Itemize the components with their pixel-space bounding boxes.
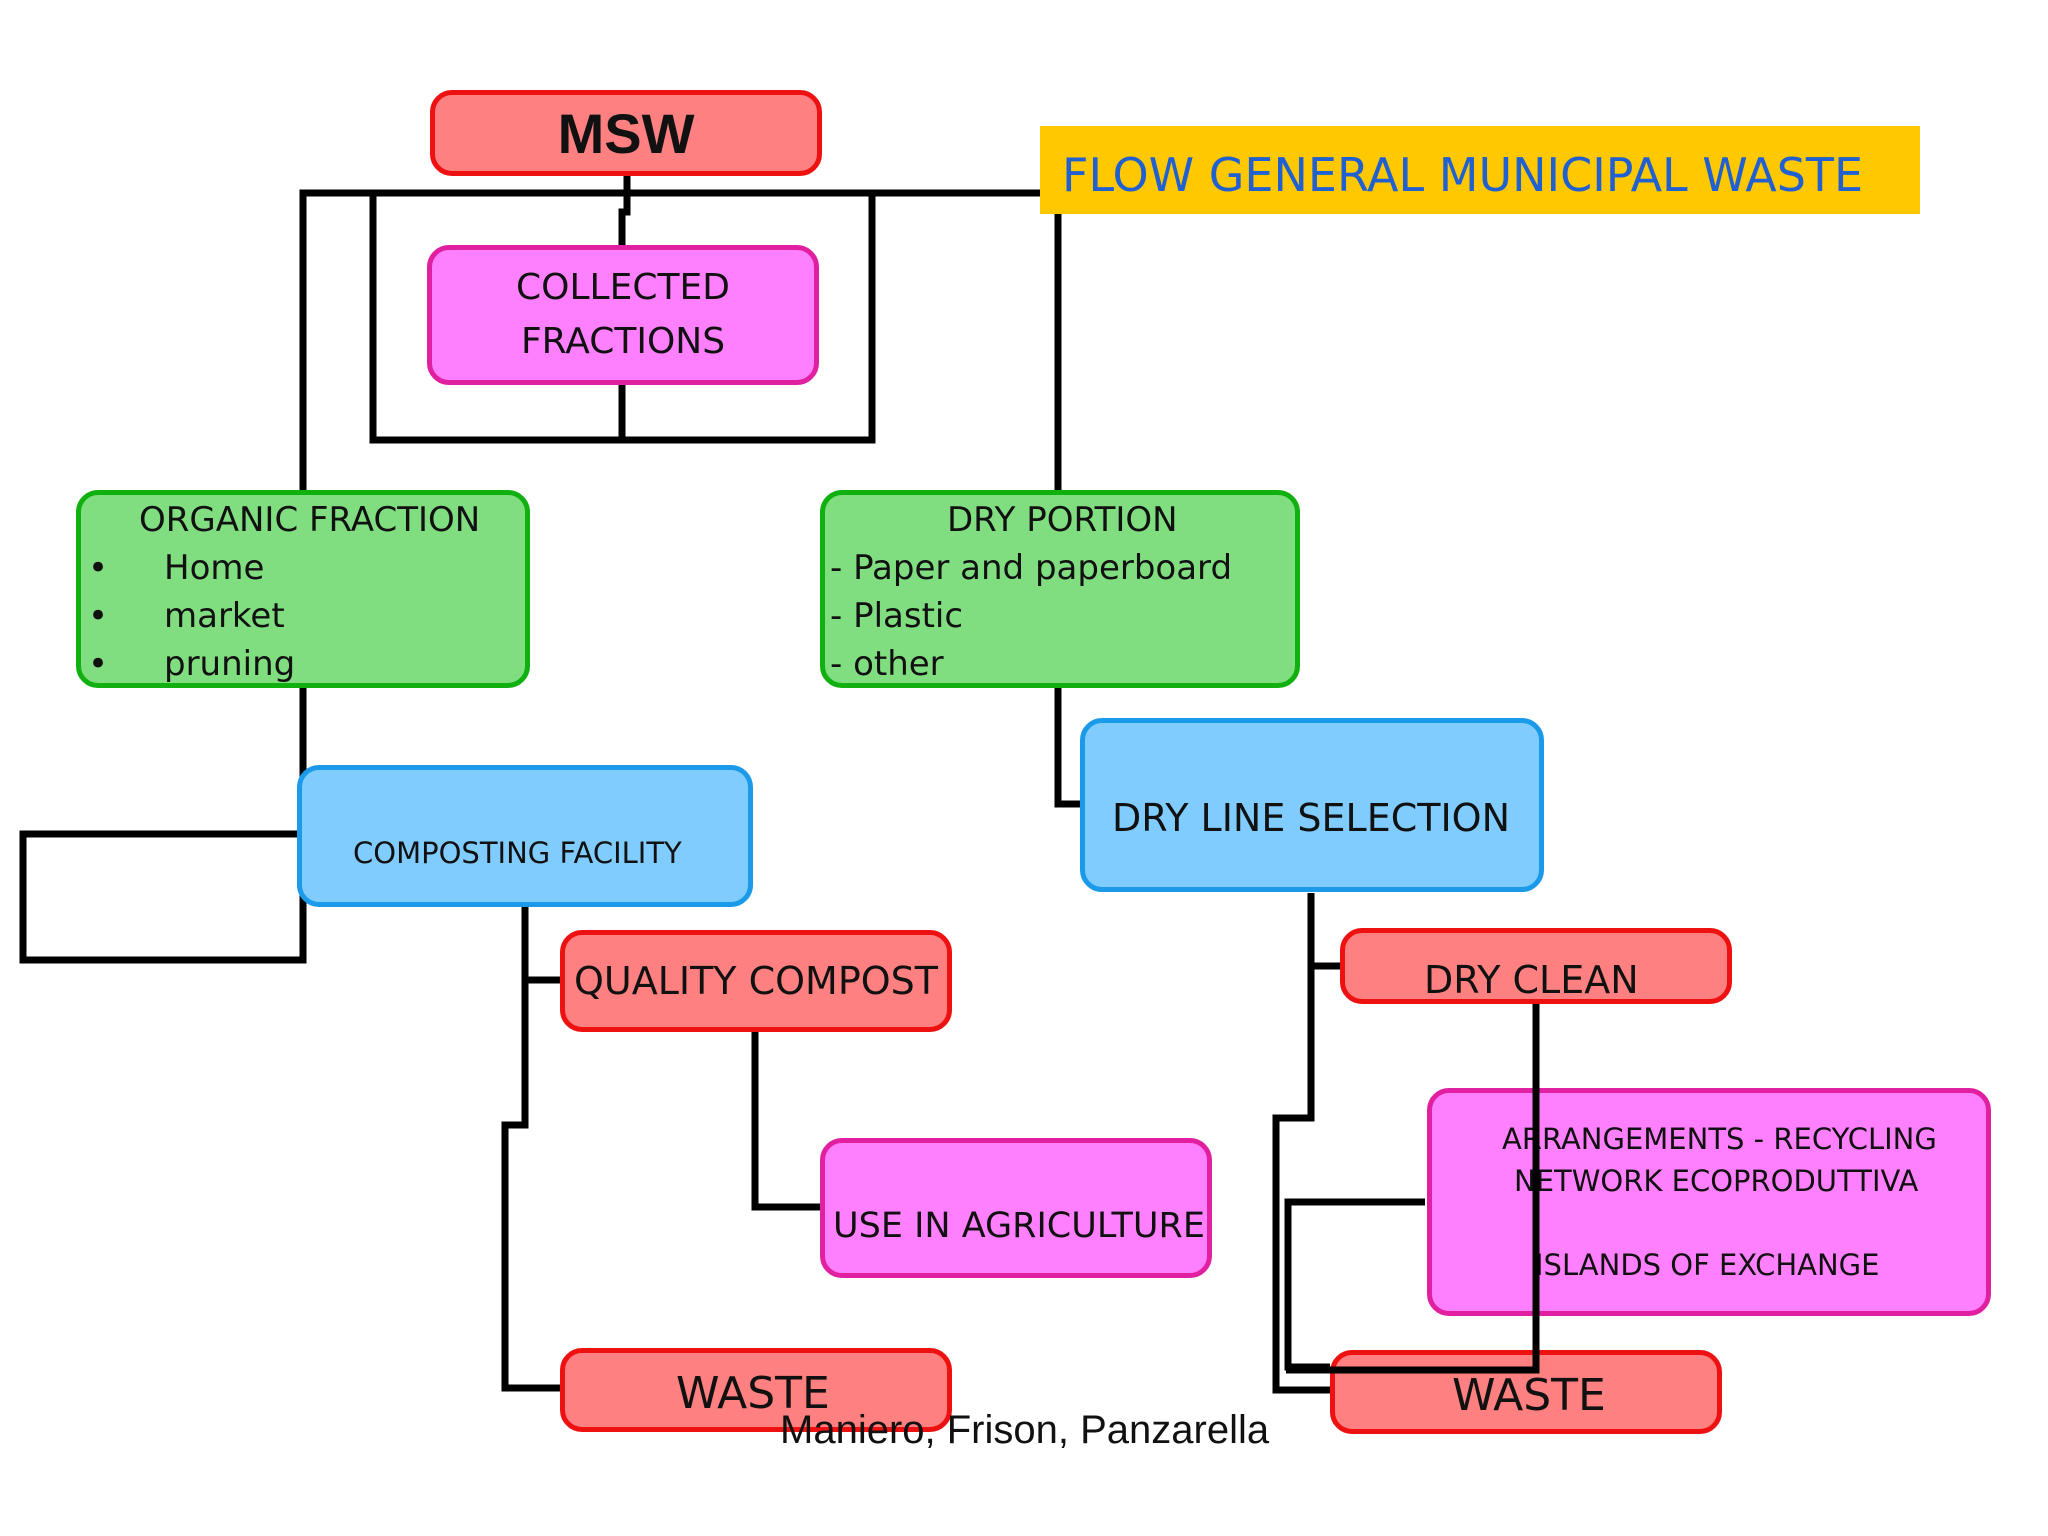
dry-portion-node [820, 490, 1300, 688]
dry-line-label: DRY LINE SELECTION [1112, 796, 1511, 840]
use-in-agriculture-node [820, 1138, 1212, 1278]
collected-line1: COLLECTED [516, 267, 730, 308]
organic-bullet-3: • [88, 644, 109, 684]
organic-fraction-node [76, 490, 530, 688]
composting-label: COMPOSTING FACILITY [353, 836, 682, 870]
organic-item-home: Home [164, 548, 265, 588]
connector-quality-to-agri [751, 1032, 822, 1211]
organic-bullet-1: • [88, 548, 109, 588]
quality-compost-node: QUALITY COMPOST [560, 930, 952, 1032]
msw-node: MSW [430, 90, 822, 176]
collected-fractions-node: COLLECTED FRACTIONS [427, 245, 819, 385]
arrangements-line1: ARRANGEMENTS - RECYCLING [1502, 1122, 1937, 1156]
dry-item-plastic: - Plastic [830, 596, 964, 636]
dry-clean-label: DRY CLEAN [1424, 958, 1639, 1002]
agriculture-label: USE IN AGRICULTURE [833, 1206, 1205, 1246]
connector-compost-branch [501, 906, 562, 1392]
connector-arrangements-to-waste [1284, 1198, 1425, 1371]
organic-item-pruning: pruning [164, 644, 296, 684]
organic-item-market: market [164, 596, 285, 636]
arrangements-line2: NETWORK ECOPRODUTTIVA [1514, 1164, 1919, 1198]
dry-item-paper: - Paper and paperboard [830, 548, 1233, 588]
msw-label: MSW [557, 101, 695, 165]
waste-right-label: WASTE [1452, 1370, 1606, 1421]
connector-organic-compost [19, 688, 307, 964]
dry-clean-node [1340, 928, 1732, 1004]
waste-left-node [560, 1348, 952, 1432]
connector-msw-down [618, 175, 631, 245]
organic-bullet-2: • [88, 596, 109, 636]
dry-line-selection-node [1080, 718, 1544, 892]
collected-line2: FRACTIONS [520, 321, 726, 362]
diagram-title: FLOW GENERAL MUNICIPAL WASTE [1062, 148, 1864, 202]
author-credit: Maniero, Frison, Panzarella [780, 1408, 1270, 1452]
organic-title: ORGANIC FRACTION [139, 500, 481, 540]
connector-dry-to-selection [1054, 688, 1080, 808]
connector-top-frame [299, 189, 1062, 492]
title-banner [1040, 126, 1920, 214]
quality-compost-label: QUALITY COMPOST [574, 959, 938, 1003]
dry-item-other: - other [830, 644, 944, 684]
waste-left-label: WASTE [676, 1368, 830, 1419]
arrangements-line3: ISLANDS OF EXCHANGE [1535, 1248, 1880, 1282]
composting-facility-node [297, 765, 753, 907]
dry-portion-title: DRY PORTION [947, 500, 1178, 540]
